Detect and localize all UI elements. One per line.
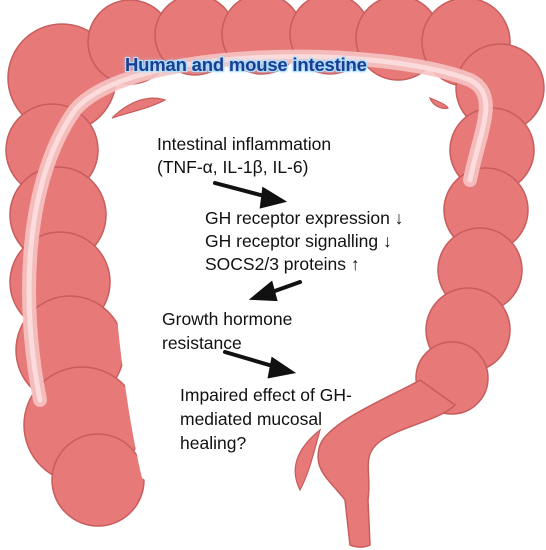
resistance-line-2: resistance (162, 333, 242, 353)
arrow-2 (270, 280, 302, 294)
outcome-line-1: Impaired effect of GH- (180, 385, 352, 405)
colon-inner-space (110, 86, 448, 501)
resistance-line-1: Growth hormone (162, 309, 293, 329)
inner-lobe-rims (111, 96, 449, 492)
arrow-1-head (259, 186, 288, 209)
inflammation-line-1: Intestinal inflammation (157, 134, 332, 154)
outcome-line-3: healing? (180, 433, 247, 453)
arrow-3-head (267, 356, 297, 379)
flow-arrows (213, 181, 302, 379)
arrow-2-head (248, 280, 278, 302)
arrow-1 (213, 181, 270, 199)
socs-proteins: SOCS2/3 proteins ↑ (205, 254, 360, 274)
inflammation-line-2: (TNF-α, IL-1β, IL-6) (157, 157, 309, 177)
sigmoid-colon (317, 379, 457, 548)
outcome-line-2: mediated mucosal (180, 409, 323, 429)
receptor-signalling: GH receptor signalling ↓ (205, 231, 392, 251)
receptor-expression: GH receptor expression ↓ (205, 208, 404, 228)
arrow-3 (223, 350, 278, 369)
diagram-title: Human and mouse intestine (125, 54, 367, 75)
colon-highlight-core (26, 54, 489, 403)
